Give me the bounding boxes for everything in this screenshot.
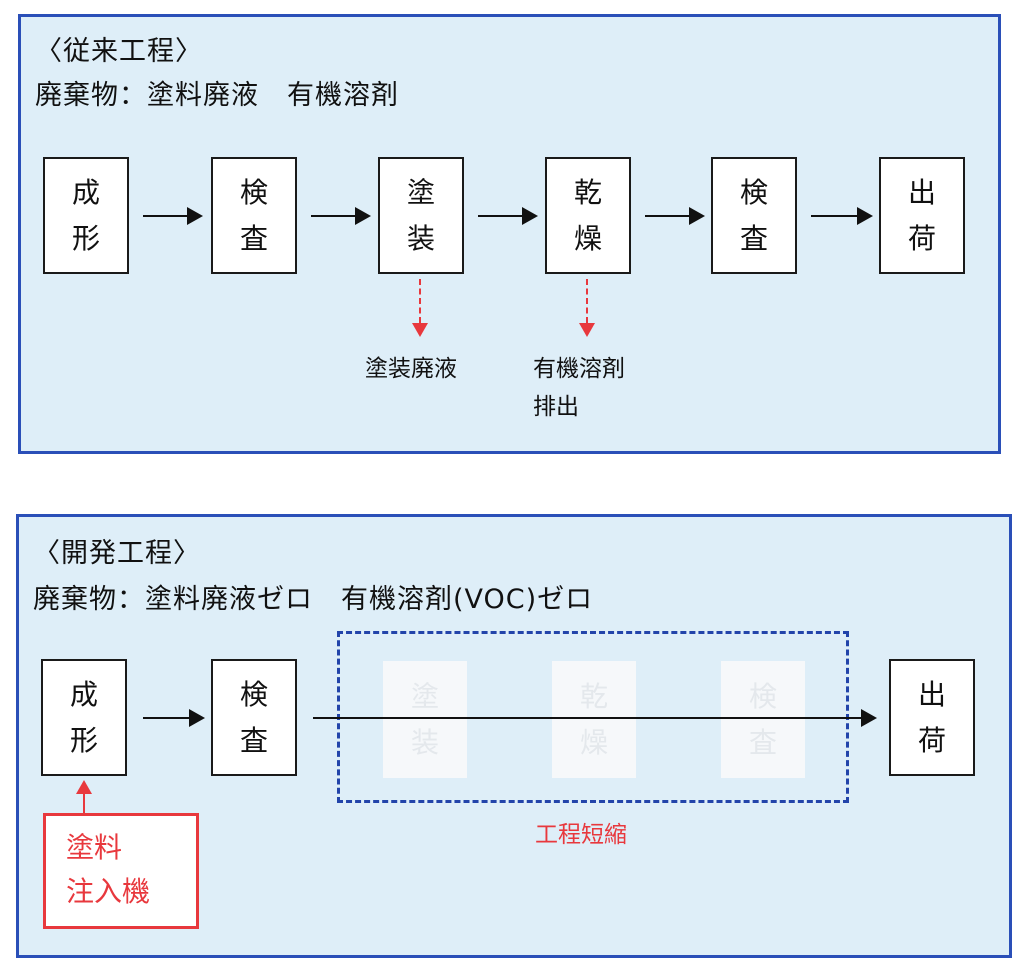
flow-arrow-line <box>311 215 355 217</box>
flow-arrow-line <box>811 215 857 217</box>
removed-step-drying: 乾 燥 <box>552 661 636 778</box>
paint-waste-arrow-head-icon <box>412 323 428 337</box>
step-shipping: 出 荷 <box>889 659 975 776</box>
flow-arrow-line <box>143 717 189 719</box>
paint-waste-label: 塗装廃液 <box>365 356 457 382</box>
step-inspection-1: 検 査 <box>211 157 297 274</box>
bypass-arrow-line <box>313 717 861 719</box>
flow-arrow-head-icon <box>857 207 873 225</box>
injector-arrow-line <box>83 793 85 815</box>
flow-arrow-line <box>645 215 689 217</box>
step-inspection-2: 検 査 <box>711 157 797 274</box>
conventional-title: 〈従来工程〉 <box>35 36 203 67</box>
removed-step-inspection: 検 査 <box>721 661 805 778</box>
flow-arrow-head-icon <box>689 207 705 225</box>
flow-arrow-line <box>143 215 187 217</box>
step-painting: 塗 装 <box>378 157 464 274</box>
step-inspection: 検 査 <box>211 659 297 776</box>
solvent-emission-label-line1: 有機溶剤 <box>533 356 625 382</box>
developed-waste-label: 廃棄物：塗料廃液ゼロ 有機溶剤(VOC)ゼロ <box>33 584 594 615</box>
solvent-arrow-head-icon <box>579 323 595 337</box>
process-shortening-label: 工程短縮 <box>535 822 627 848</box>
step-molding: 成 形 <box>43 157 129 274</box>
flow-arrow-head-icon <box>522 207 538 225</box>
solvent-emission-label-line2: 排出 <box>533 394 579 420</box>
flow-arrow-head-icon <box>189 709 205 727</box>
removed-step-painting: 塗 装 <box>383 661 467 778</box>
solvent-dashed-arrow <box>586 279 588 323</box>
paint-waste-dashed-arrow <box>419 279 421 323</box>
conventional-waste-label: 廃棄物：塗料廃液 有機溶剤 <box>35 80 399 111</box>
developed-process-panel: 〈開発工程〉 廃棄物：塗料廃液ゼロ 有機溶剤(VOC)ゼロ 塗 装 乾 燥 検 … <box>16 514 1012 958</box>
conventional-process-panel: 〈従来工程〉 廃棄物：塗料廃液 有機溶剤 成 形 検 査 塗 装 乾 燥 検 査… <box>18 14 1001 454</box>
flow-arrow-head-icon <box>187 207 203 225</box>
flow-arrow-head-icon <box>355 207 371 225</box>
step-drying: 乾 燥 <box>545 157 631 274</box>
paint-injector-box: 塗料 注入機 <box>43 813 199 929</box>
injector-arrow-head-icon <box>76 780 92 794</box>
developed-title: 〈開発工程〉 <box>33 538 201 569</box>
step-molding: 成 形 <box>41 659 127 776</box>
flow-arrow-line <box>478 215 522 217</box>
bypass-arrow-head-icon <box>861 709 877 727</box>
step-shipping: 出 荷 <box>879 157 965 274</box>
